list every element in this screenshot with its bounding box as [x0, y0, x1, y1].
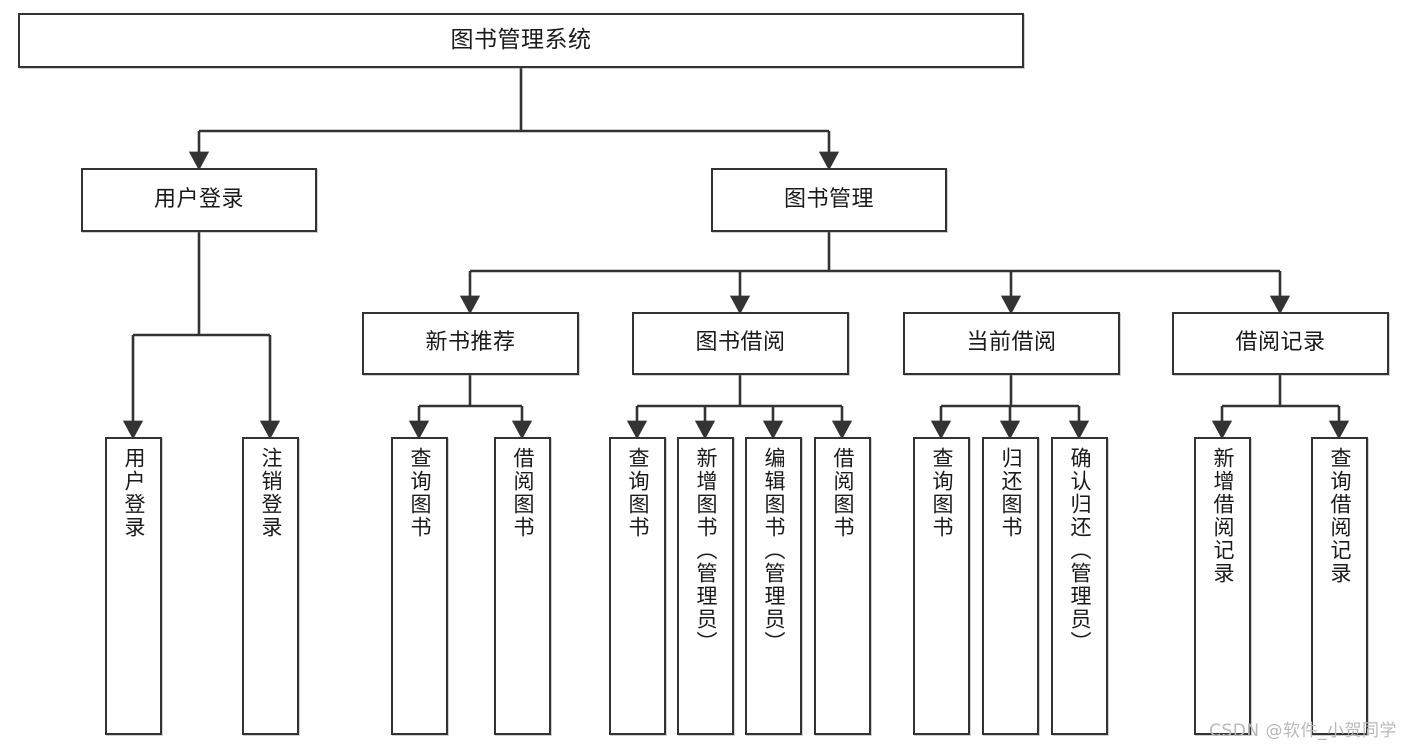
leaf-query-book-current[interactable]: 查询图书 [913, 437, 970, 735]
node-book-borrow[interactable]: 图书借阅 [632, 312, 849, 375]
node-label: 新书推荐 [425, 330, 516, 356]
node-label: 图书管理系统 [450, 26, 592, 53]
leaf-confirm-return-admin[interactable]: 确认归还（管理员） [1051, 437, 1108, 735]
node-label: 查询图书 [626, 447, 650, 539]
leaf-query-book-borrow[interactable]: 查询图书 [609, 437, 666, 735]
node-label: 图书借阅 [695, 330, 786, 356]
leaf-add-borrow-record[interactable]: 新增借阅记录 [1194, 437, 1251, 735]
node-book-management-system[interactable]: 图书管理系统 [18, 13, 1024, 68]
leaf-borrow-book-new-book[interactable]: 借阅图书 [494, 437, 551, 735]
node-label: 新增图书（管理员） [694, 447, 718, 654]
node-new-book-recommendation[interactable]: 新书推荐 [362, 312, 579, 375]
watermark: CSDN @软件_小贺同学 [1209, 721, 1397, 741]
node-user-login[interactable]: 用户登录 [81, 168, 317, 232]
node-label: 借阅记录 [1235, 330, 1326, 356]
node-current-borrow[interactable]: 当前借阅 [903, 312, 1120, 375]
node-label: 用户登录 [122, 447, 146, 539]
node-label: 注销登录 [259, 447, 283, 539]
node-label: 借阅图书 [511, 447, 535, 539]
node-label: 查询借阅记录 [1328, 447, 1352, 585]
leaf-user-login[interactable]: 用户登录 [105, 437, 162, 735]
node-label: 查询图书 [930, 447, 954, 539]
node-borrow-record[interactable]: 借阅记录 [1172, 312, 1389, 375]
node-label: 确认归还（管理员） [1068, 447, 1092, 654]
leaf-add-book-admin[interactable]: 新增图书（管理员） [677, 437, 734, 735]
leaf-query-borrow-record[interactable]: 查询借阅记录 [1311, 437, 1368, 735]
node-label: 借阅图书 [831, 447, 855, 539]
node-label: 归还图书 [999, 447, 1023, 539]
node-label: 当前借阅 [966, 330, 1057, 356]
leaf-borrow-book[interactable]: 借阅图书 [814, 437, 871, 735]
leaf-logout[interactable]: 注销登录 [242, 437, 299, 735]
node-label: 图书管理 [783, 186, 874, 212]
leaf-query-book-new-book[interactable]: 查询图书 [391, 437, 448, 735]
node-label: 用户登录 [153, 186, 244, 212]
leaf-return-book[interactable]: 归还图书 [982, 437, 1039, 735]
leaf-edit-book-admin[interactable]: 编辑图书（管理员） [745, 437, 802, 735]
node-book-management[interactable]: 图书管理 [711, 168, 947, 232]
node-label: 新增借阅记录 [1211, 447, 1235, 585]
node-label: 查询图书 [408, 447, 432, 539]
node-label: 编辑图书（管理员） [762, 447, 786, 654]
